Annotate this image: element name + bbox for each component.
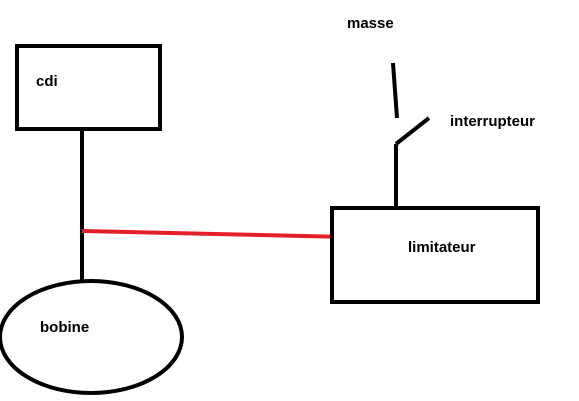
cdi-box — [15, 44, 162, 131]
masse-label: masse — [347, 15, 394, 32]
limitateur-label: limitateur — [408, 239, 476, 256]
bobine-ellipse — [0, 279, 184, 395]
wire-masse-contact — [391, 62, 399, 119]
bobine-label: bobine — [40, 319, 89, 336]
wire-red-link — [81, 229, 348, 239]
cdi-label: cdi — [36, 73, 58, 90]
interrupteur-label: interrupteur — [450, 113, 535, 130]
switch-lever — [394, 116, 431, 146]
limitateur-box — [330, 206, 540, 304]
